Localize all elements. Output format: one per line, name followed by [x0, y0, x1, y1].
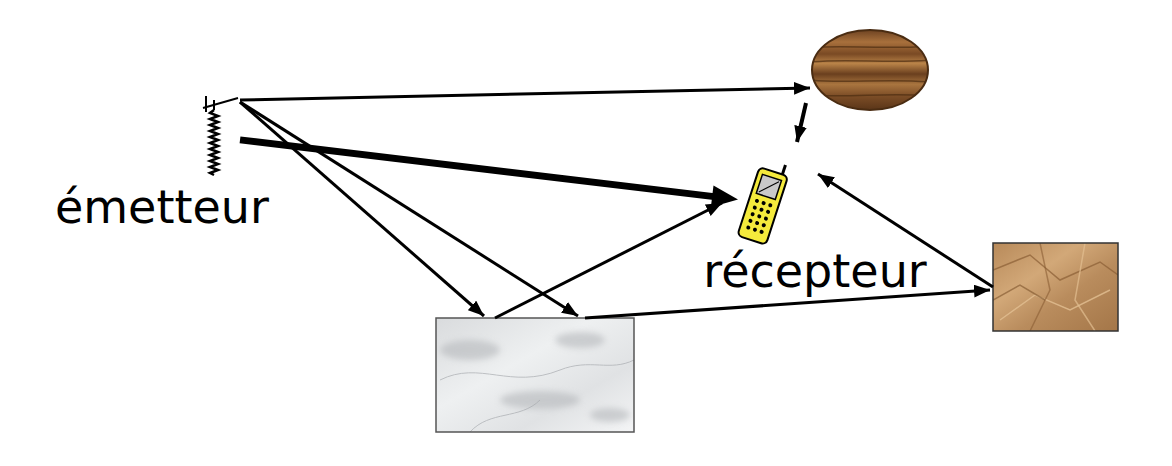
wood-obstacle	[810, 30, 930, 110]
arrow-head	[711, 185, 738, 207]
antenna-icon	[203, 96, 238, 175]
paper-obstacle	[993, 243, 1118, 331]
marble-obstacle	[436, 318, 634, 432]
arrow-line	[240, 140, 716, 197]
transmitter-node: émetteur	[200, 95, 240, 180]
receiver-label: récepteur	[703, 246, 926, 297]
reflection-arrows	[240, 88, 993, 318]
direct-path-arrow	[240, 140, 738, 207]
phone-icon	[737, 158, 791, 245]
receiver-node: récepteur	[738, 160, 788, 245]
transmitter-label: émetteur	[55, 182, 269, 233]
